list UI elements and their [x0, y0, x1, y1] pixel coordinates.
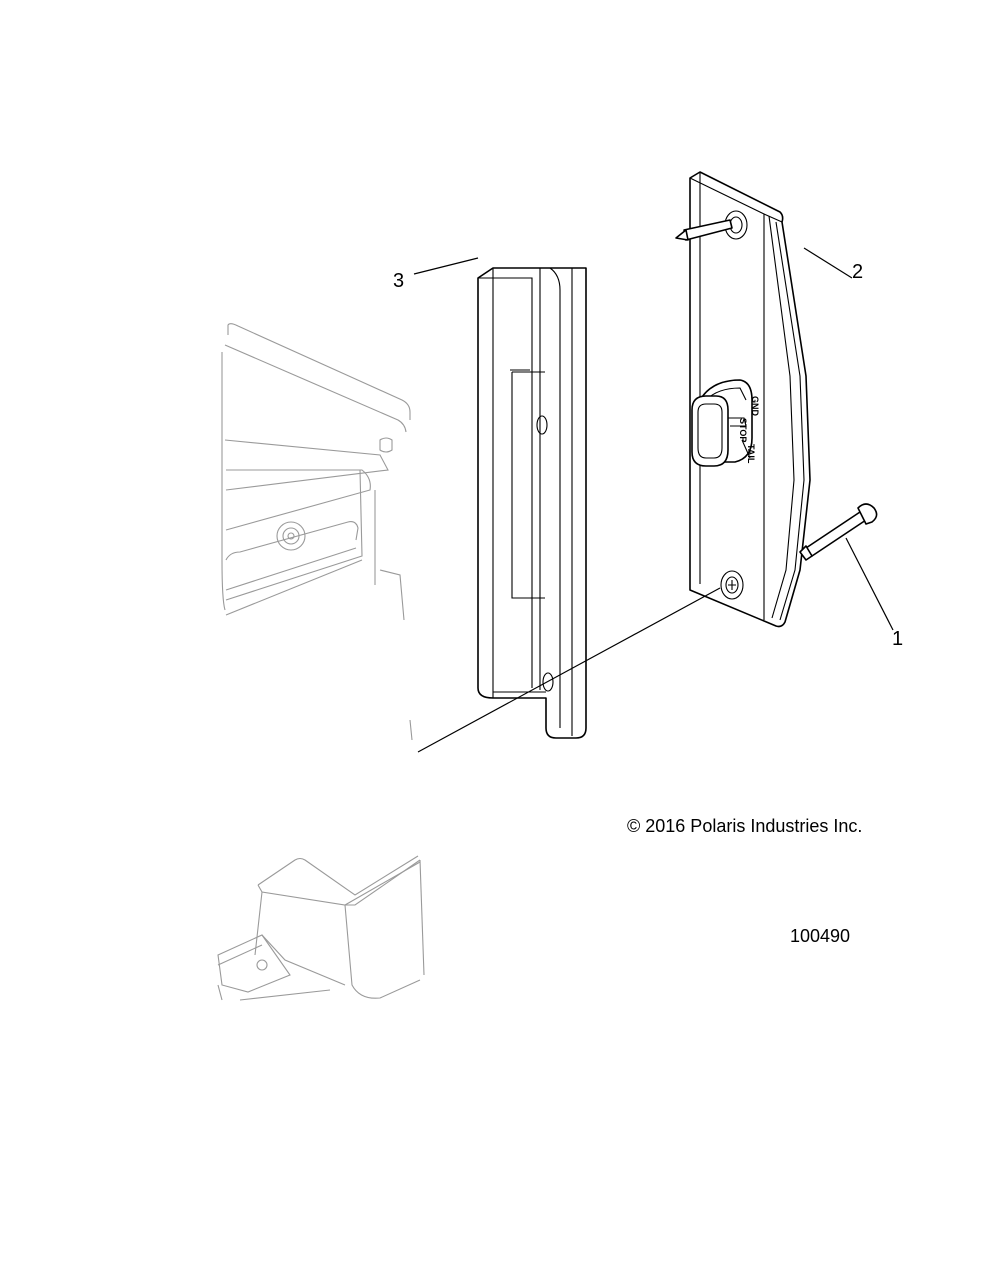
diagram-reference-number: 100490 [790, 926, 850, 946]
ghost-vehicle-body [221, 323, 413, 741]
tail-light-assembly: GND STOP TAIL [675, 171, 878, 628]
ghost-hitch-bracket [217, 855, 425, 1001]
callout-3: 3 [393, 270, 404, 292]
connector-label-stop: STOP [738, 418, 748, 442]
connector-label-gnd: GND [750, 396, 760, 417]
callout-2: 2 [852, 261, 863, 283]
callout-1: 1 [892, 628, 903, 650]
mounting-channel-bracket [477, 267, 587, 739]
connector-label-tail: TAIL [746, 444, 756, 464]
leader-lines [413, 247, 894, 753]
copyright-notice: © 2016 Polaris Industries Inc. [627, 816, 862, 836]
